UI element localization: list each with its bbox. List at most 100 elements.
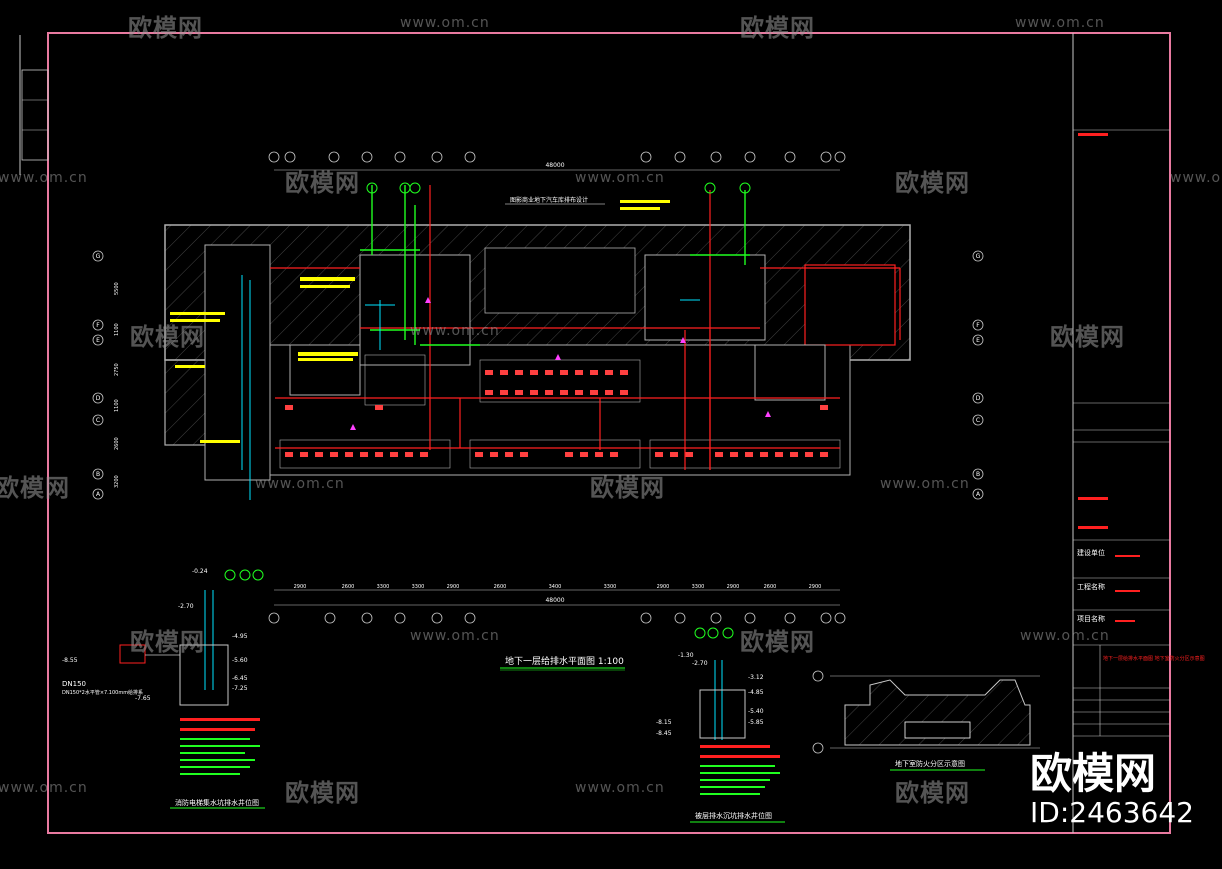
grid-axis-bottom	[268, 612, 846, 624]
svg-text:D: D	[976, 395, 981, 402]
top-total-dimension: 48000	[545, 162, 564, 169]
right-grid-labels: G F E D C B A	[976, 253, 981, 498]
watermark-url: www.om.cn	[255, 476, 345, 492]
title-block-drawing-name: 地下一层给排水平面图 地下室防火分区示意图	[1103, 655, 1205, 662]
detail-2-title: 被层排水沉坑排水井位图	[695, 811, 772, 820]
yellow-annotations	[170, 200, 670, 443]
svg-text:-5.60: -5.60	[232, 657, 248, 664]
watermark-logo: 欧模网	[130, 628, 205, 656]
water-supply-pipes-green	[360, 185, 750, 346]
title-block-item: 项目名称	[1077, 614, 1105, 623]
title-block-project-name: 工程名称	[1077, 582, 1105, 591]
room-center-top	[484, 247, 636, 314]
grid-axis-right	[972, 250, 984, 500]
svg-text:2900: 2900	[657, 584, 670, 590]
room-right-mid	[754, 344, 826, 401]
svg-text:A: A	[976, 491, 981, 498]
svg-text:C: C	[96, 417, 100, 424]
watermark-logo: 欧模网	[285, 779, 360, 807]
svg-text:-3.12: -3.12	[748, 674, 764, 681]
watermark-logo: 欧模网	[0, 474, 70, 502]
svg-text:2900: 2900	[809, 584, 822, 590]
svg-text:5500: 5500	[114, 282, 120, 295]
svg-text:-6.45: -6.45	[232, 675, 248, 682]
svg-text:3300: 3300	[377, 584, 390, 590]
watermark-url: www.om.cn	[575, 780, 665, 796]
svg-text:2900: 2900	[727, 584, 740, 590]
watermark-url: www.om.cn	[880, 476, 970, 492]
watermark-logo: 欧模网	[128, 14, 203, 42]
detail-2-elevations: -1.30 -2.70 -3.12 -4.85 -5.40 -5.85 -8.1…	[656, 652, 764, 737]
storage-right	[804, 264, 896, 346]
core-left	[204, 244, 271, 481]
watermark-url: www.om.cn	[1170, 170, 1222, 186]
svg-text:-5.40: -5.40	[748, 708, 764, 715]
watermark-url: www.om.cn	[410, 323, 500, 339]
svg-text:1100: 1100	[114, 399, 120, 412]
svg-text:-4.85: -4.85	[748, 689, 764, 696]
magenta-markers	[350, 297, 771, 430]
svg-text:-8.55: -8.55	[62, 657, 78, 664]
svg-text:2600: 2600	[114, 437, 120, 450]
svg-text:2600: 2600	[342, 584, 355, 590]
drainage-pipes-cyan	[204, 275, 723, 740]
detail-3-fire-zone	[812, 670, 1040, 754]
svg-text:3200: 3200	[114, 475, 120, 488]
svg-text:-4.95: -4.95	[232, 633, 248, 640]
watermark-id: ID:2463642	[1030, 796, 1194, 829]
svg-text:3400: 3400	[549, 584, 562, 590]
svg-text:3300: 3300	[692, 584, 705, 590]
svg-text:-7.65: -7.65	[135, 695, 151, 702]
svg-text:-5.85: -5.85	[748, 719, 764, 726]
parking-stalls	[279, 354, 841, 469]
watermark-url: www.om.cn	[0, 780, 88, 796]
svg-text:B: B	[96, 471, 100, 478]
detail-1-section	[119, 644, 260, 775]
svg-text:3300: 3300	[412, 584, 425, 590]
watermark-logo: 欧模网	[740, 14, 815, 42]
detail-3-title: 地下室防火分区示意图	[895, 759, 965, 768]
svg-text:G: G	[976, 253, 981, 260]
watermark-logo: 欧模网	[1050, 323, 1125, 351]
svg-text:2600: 2600	[764, 584, 777, 590]
svg-text:E: E	[96, 337, 100, 344]
svg-text:E: E	[976, 337, 980, 344]
svg-text:A: A	[96, 491, 101, 498]
svg-text:-7.25: -7.25	[232, 685, 248, 692]
detail-1-elevations: -0.24 -2.70 -4.95 -5.60 -6.45 -7.25 -7.6…	[62, 568, 248, 702]
grid-axis-left	[92, 250, 104, 500]
watermark-url: www.om.cn	[1020, 628, 1110, 644]
main-plan-title: 地下一层给排水平面图 1:100	[505, 655, 624, 667]
watermark-logo: 欧模网	[590, 474, 665, 502]
svg-text:F: F	[96, 322, 100, 329]
watermark-logo: 欧模网	[740, 628, 815, 656]
detail-1-title: 消防电梯集水坑排水井位图	[175, 798, 259, 807]
left-stamp-block	[21, 69, 49, 161]
svg-text:-1.30: -1.30	[678, 652, 694, 659]
svg-text:DN150: DN150	[62, 680, 86, 688]
sheet-frame	[47, 32, 1171, 834]
title-block-build-unit: 建设单位	[1077, 548, 1105, 557]
watermark-url: www.om.cn	[0, 170, 88, 186]
svg-text:B: B	[976, 471, 980, 478]
svg-text:2600: 2600	[494, 584, 507, 590]
watermark-url: www.om.cn	[1015, 15, 1105, 31]
watermark-logo: 欧模网	[285, 169, 360, 197]
svg-text:-8.15: -8.15	[656, 719, 672, 726]
watermark-logo: 欧模网	[895, 779, 970, 807]
svg-text:DN150*2水平管×7.100mm给排系: DN150*2水平管×7.100mm给排系	[62, 689, 143, 696]
watermark-url: www.om.cn	[400, 15, 490, 31]
left-row-dims: 5500 1100 2750 1100 2600 3200	[114, 282, 120, 488]
svg-text:2900: 2900	[447, 584, 460, 590]
svg-text:D: D	[96, 395, 101, 402]
bottom-total-dimension: 48000	[545, 597, 564, 604]
grid-axis-top	[268, 151, 846, 163]
sprinkler-heads	[285, 370, 828, 457]
svg-text:1100: 1100	[114, 323, 120, 336]
svg-text:-0.24: -0.24	[192, 568, 208, 575]
watermark-big-logo: 欧模网	[1030, 749, 1157, 798]
top-note: 图影商业地下汽车库排布设计	[510, 196, 588, 204]
svg-text:-2.70: -2.70	[692, 660, 708, 667]
core-right	[644, 254, 766, 341]
